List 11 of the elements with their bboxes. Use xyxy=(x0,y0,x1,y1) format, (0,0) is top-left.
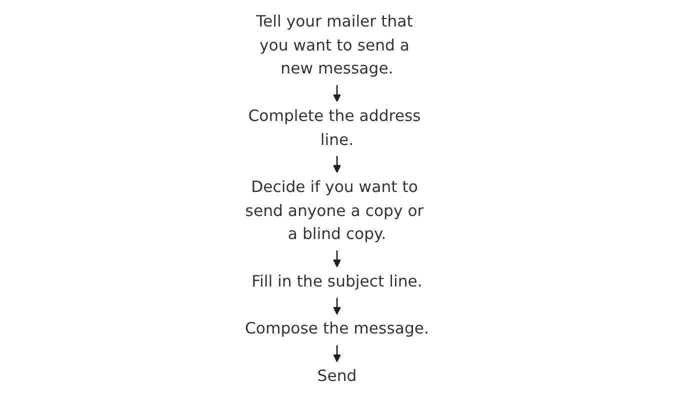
arrow xyxy=(332,85,342,102)
arrow xyxy=(332,345,342,362)
node-text: Compose the message. xyxy=(245,320,429,338)
arrow xyxy=(332,298,342,315)
node-text: Complete the address line. xyxy=(248,107,421,150)
node-text: Fill in the subject line. xyxy=(252,272,422,291)
node-text: Tell your mailer that you want to send a new message. xyxy=(256,12,413,78)
node-text: Send xyxy=(317,367,357,386)
arrow xyxy=(332,250,342,268)
node-text: Decide if you want to send anyone a copy or a blind copy. xyxy=(245,178,424,244)
arrow xyxy=(332,156,342,173)
